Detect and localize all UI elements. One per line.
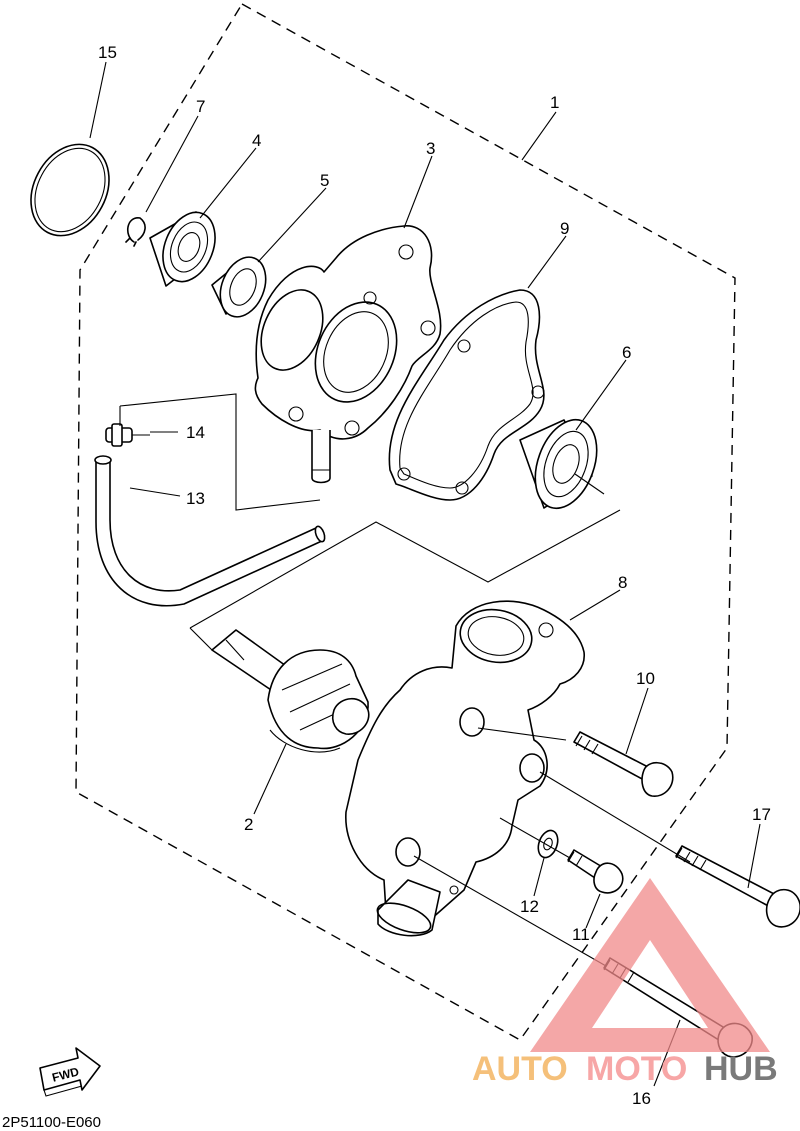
impeller-shaft xyxy=(211,629,370,753)
diagram-code: 2P51100-E060 xyxy=(2,1114,101,1131)
callout-13: 13 xyxy=(186,489,205,508)
bearing xyxy=(149,211,216,287)
watermark-logo: AUTO MOTO HUB xyxy=(472,878,778,1088)
callout-12: 12 xyxy=(520,897,539,916)
callout-8: 8 xyxy=(618,573,627,592)
water-pump-housing-cover xyxy=(254,225,442,484)
fwd-label: FWD xyxy=(51,1064,81,1084)
bolt-11 xyxy=(567,849,624,894)
circlip xyxy=(125,217,146,247)
watermark-hub: HUB xyxy=(704,1050,778,1088)
callout-1: 1 xyxy=(550,93,559,112)
watermark-triangle-icon xyxy=(530,878,770,1052)
watermark-moto: MOTO xyxy=(586,1050,687,1088)
fwd-arrow-icon: FWD xyxy=(39,1047,101,1097)
o-ring xyxy=(30,143,110,237)
callout-16: 16 xyxy=(632,1089,651,1108)
callout-10: 10 xyxy=(636,669,655,688)
hose xyxy=(94,455,326,607)
watermark-auto: AUTO xyxy=(472,1050,568,1088)
leader-lines xyxy=(89,61,761,1087)
callout-5: 5 xyxy=(320,171,329,190)
callout-4: 4 xyxy=(252,131,261,150)
callout-6: 6 xyxy=(622,343,631,362)
oil-seal xyxy=(211,256,267,318)
callout-15: 15 xyxy=(98,43,117,62)
callout-11: 11 xyxy=(572,925,590,944)
assembly-lines xyxy=(119,393,691,967)
hose-clamp xyxy=(105,423,150,447)
washer xyxy=(537,829,559,859)
bearing-2 xyxy=(519,418,605,510)
bolt-10 xyxy=(573,731,674,797)
callout-numbers: 1 2 3 4 5 6 7 8 9 10 11 12 13 14 15 16 1… xyxy=(98,43,771,1108)
callout-17: 17 xyxy=(752,805,771,824)
bolt-17 xyxy=(675,845,800,928)
callout-2: 2 xyxy=(244,815,253,834)
assembly-dashed-outline xyxy=(75,3,736,1041)
callout-3: 3 xyxy=(426,139,435,158)
callout-14: 14 xyxy=(186,423,205,442)
gasket xyxy=(388,289,545,501)
callout-7: 7 xyxy=(196,97,205,116)
water-pump-housing xyxy=(345,600,585,937)
callout-9: 9 xyxy=(560,219,569,238)
